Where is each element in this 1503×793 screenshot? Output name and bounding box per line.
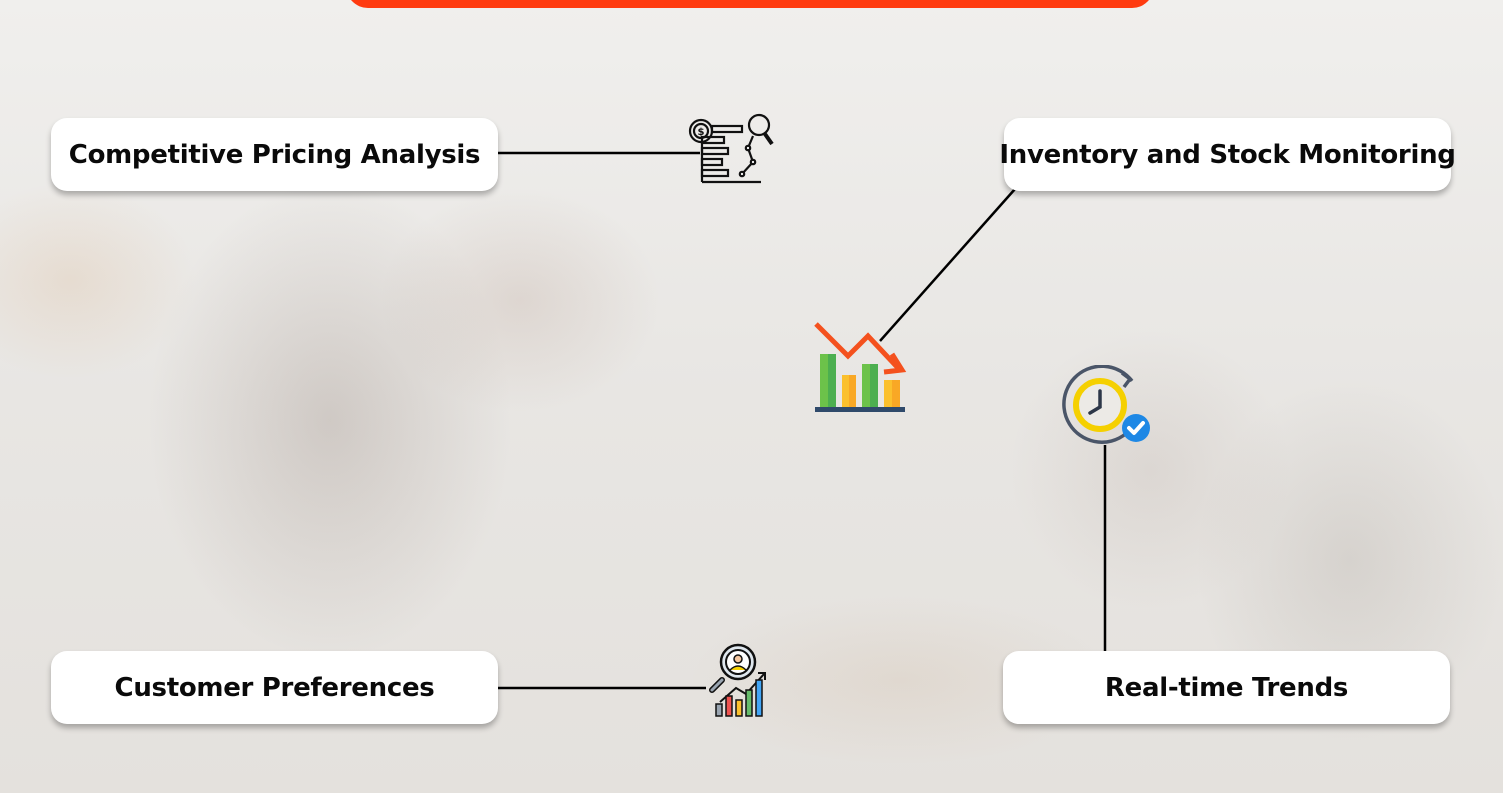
card-real-time-trends: Real-time Trends — [1003, 651, 1450, 724]
customer-analytics-icon — [709, 643, 766, 717]
card-competitive-pricing-analysis: Competitive Pricing Analysis — [51, 118, 498, 191]
card-label: Real-time Trends — [1104, 672, 1349, 703]
declining-bar-chart-icon — [814, 322, 907, 412]
card-label: Customer Preferences — [114, 672, 435, 703]
pricing-analysis-icon: $ — [688, 113, 774, 184]
card-label: Inventory and Stock Monitoring — [999, 139, 1456, 170]
top-banner — [346, 0, 1154, 8]
card-label: Competitive Pricing Analysis — [68, 139, 481, 170]
clock-refresh-check-icon — [1062, 365, 1150, 444]
card-customer-preferences: Customer Preferences — [51, 651, 498, 724]
svg-text:$: $ — [698, 127, 705, 138]
card-inventory-stock-monitoring: Inventory and Stock Monitoring — [999, 118, 1456, 191]
